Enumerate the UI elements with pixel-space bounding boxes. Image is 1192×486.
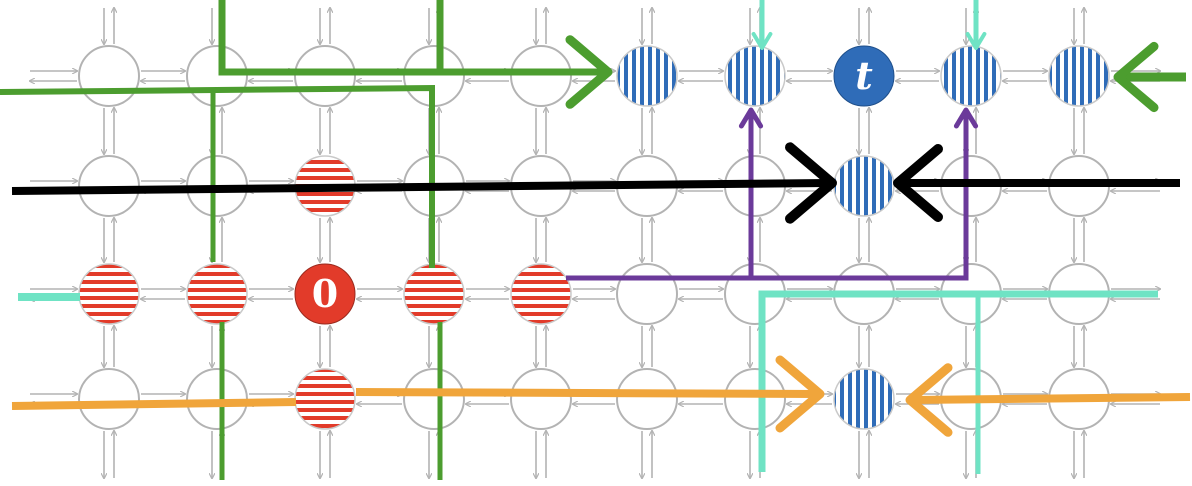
empty-node [510,368,572,430]
green-path [0,84,435,268]
red-striped-node [510,263,572,325]
orange-path [911,393,1191,404]
mint-arrowhead [965,32,987,50]
empty-node [78,368,140,430]
green-arrowhead [1113,41,1159,113]
green-path [218,0,605,76]
empty-node [403,368,465,430]
blue-striped-node [616,45,678,107]
red-striped-node [403,263,465,325]
empty-node [186,45,248,107]
orange-path [11,398,297,410]
black-path [11,179,829,195]
empty-node [78,45,140,107]
orange-arrowhead [775,355,825,433]
blue-striped-node [940,45,1002,107]
orange-path [355,388,819,398]
source-node-label: 0 [312,271,338,316]
empty-node [616,263,678,325]
empty-node [510,45,572,107]
black-arrowhead [785,142,837,224]
mint-path [758,290,1158,472]
red-striped-node [186,263,248,325]
blue-striped-node [833,368,895,430]
red-striped-node [294,368,356,430]
empty-node [724,368,786,430]
red-striped-node [78,263,140,325]
mint-arrowhead [751,32,773,50]
black-arrowhead [893,144,943,222]
green-arrowhead [565,35,613,109]
orange-arrowhead [905,363,953,437]
blue-striped-node [724,45,786,107]
blue-striped-node [1048,45,1110,107]
purple-arrowhead [738,107,764,129]
grid-nodes: t0 [78,45,1110,430]
blue-striped-node [833,155,895,217]
purple-path [566,114,969,281]
target-node-label: t [855,53,873,98]
source-node [294,263,356,325]
purple-arrowhead [953,107,979,129]
target-node [833,45,895,107]
empty-node [616,368,678,430]
empty-node [294,45,356,107]
